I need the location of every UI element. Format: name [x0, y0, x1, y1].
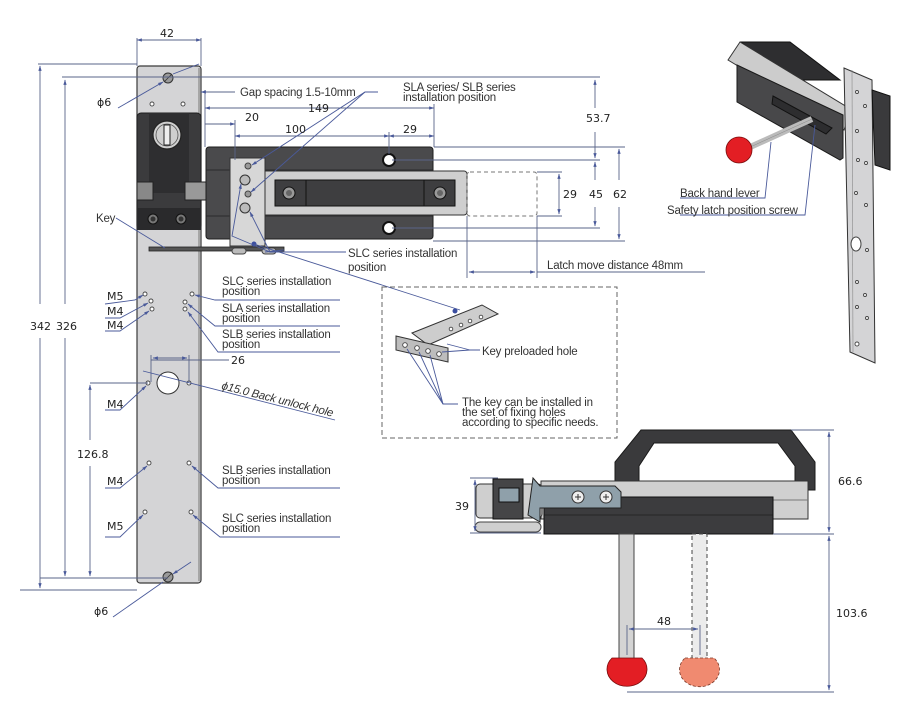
label-sla-slb-install-1: SLA series/ SLB series: [403, 82, 516, 94]
dim-height-126-8: 126.8: [77, 448, 109, 461]
label-latch-move: Latch move distance 48mm: [547, 260, 683, 272]
side-view: 39 66.6 103.6 48: [455, 429, 868, 693]
side-lever: [618, 533, 635, 663]
dim-height-53-7: 53.7: [586, 112, 611, 125]
label-sla-plate-1: SLA series installation: [222, 303, 330, 315]
label-sla-slb-install-2: installation position: [403, 92, 496, 104]
dim-latch-hole-29: 29: [403, 123, 417, 136]
dim-height-29: 29: [563, 188, 577, 201]
iso-mount-plate: [843, 67, 876, 364]
dim-lever-travel-48: 48: [657, 615, 671, 628]
label-slc-install-top-2: position: [348, 262, 386, 274]
dim-plate-width: 42: [160, 27, 174, 40]
label-slb-plate-top-1: SLB series installation: [222, 329, 331, 341]
dim-hole-spacing-26: 26: [231, 354, 245, 367]
key-blade: [410, 304, 500, 346]
label-safety-latch-screw: Safety latch position screw: [667, 205, 799, 217]
isometric-view: Back hand lever Safety latch position sc…: [667, 41, 891, 364]
latch-travel-ghost: [466, 171, 538, 217]
iso-lever-knob: [725, 136, 753, 164]
label-m4-b: M4: [107, 319, 124, 332]
dim-handle-height-66-6: 66.6: [838, 475, 863, 488]
label-slc-plate-top-2: position: [222, 286, 260, 298]
dim-bottom-hole-dia: ϕ6: [94, 605, 108, 618]
label-m5-a: M5: [107, 290, 124, 303]
label-slb-plate-bottom-1: SLB series installation: [222, 465, 331, 477]
dim-latch-offset-20: 20: [245, 111, 259, 124]
label-slb-plate-bottom-2: position: [222, 475, 260, 487]
dim-height-45: 45: [589, 188, 603, 201]
label-slc-plate-top-1: SLC series installation: [222, 276, 331, 288]
label-m5-b: M5: [107, 520, 124, 533]
dim-top-hole-dia: ϕ6: [97, 96, 111, 109]
back-unlock-hole: [156, 371, 180, 395]
label-key: Key: [96, 213, 116, 225]
dim-latch-offset-149: 149: [308, 102, 329, 115]
side-lever-knob-ghost: [679, 657, 720, 688]
label-back-hand-lever: Back hand lever: [680, 188, 760, 200]
mounting-plate-front-view: [136, 65, 285, 584]
label-key-note-3: according to specific needs.: [462, 417, 598, 429]
key-bar: [148, 246, 285, 252]
dim-lever-length-103-6: 103.6: [836, 607, 868, 620]
dim-hole-spacing-height: 326: [56, 320, 77, 333]
front-view-dimensions: [20, 38, 705, 618]
dim-side-height-39: 39: [455, 500, 469, 513]
dim-height-62: 62: [613, 188, 627, 201]
label-slb-plate-top-2: position: [222, 339, 260, 351]
label-sla-plate-2: position: [222, 313, 260, 325]
label-key-note-2: the set of fixing holes: [462, 407, 566, 419]
label-slc-plate-bottom-1: SLC series installation: [222, 513, 331, 525]
key-detail-callout: Key preloaded hole The key can be instal…: [381, 286, 618, 439]
label-m4-a: M4: [107, 305, 124, 318]
label-slc-plate-bottom-2: position: [222, 523, 260, 535]
label-m4-c: M4: [107, 398, 124, 411]
label-m4-d: M4: [107, 475, 124, 488]
dim-latch-length-100: 100: [285, 123, 306, 136]
label-gap-spacing: Gap spacing 1.5-10mm: [240, 87, 356, 99]
side-lever-knob: [606, 657, 648, 687]
label-key-note-1: The key can be installed in: [462, 397, 593, 409]
side-lever-ghost: [691, 533, 708, 663]
label-slc-install-top-1: SLC series installation: [348, 248, 457, 260]
mounting-bracket: [229, 157, 266, 247]
latch-housing-front-view: [205, 146, 538, 255]
dim-overall-height: 342: [30, 320, 51, 333]
label-key-preloaded-hole: Key preloaded hole: [482, 346, 578, 358]
label-back-unlock-hole: ϕ15.0 Back unlock hole: [220, 380, 334, 419]
key-detail-frame: [381, 286, 618, 439]
